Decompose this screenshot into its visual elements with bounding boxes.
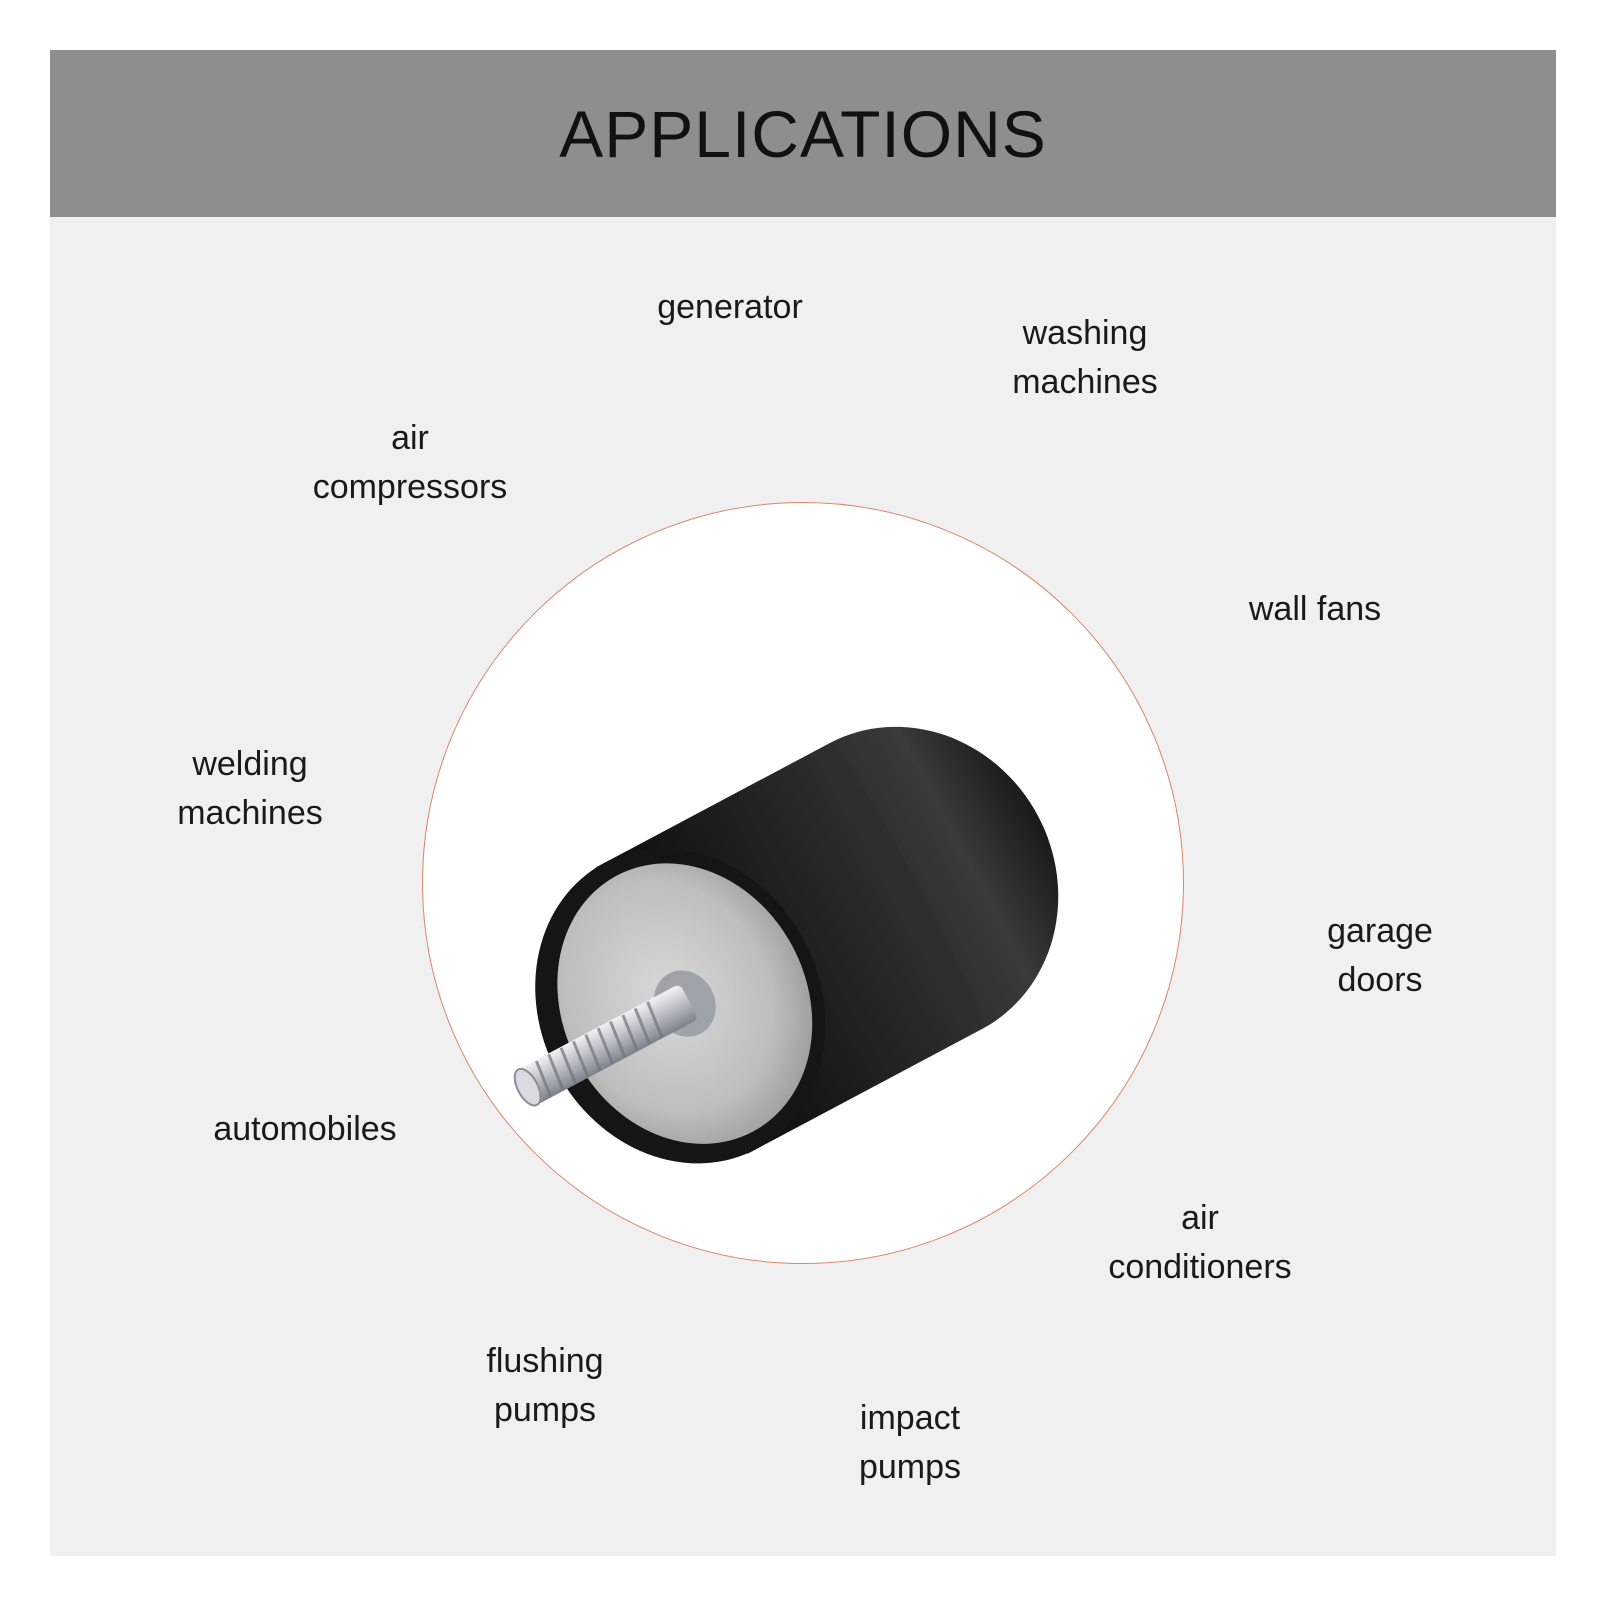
label-line: air [1181,1199,1219,1237]
application-garage-doors: garage doors [1285,907,1475,1005]
rubber-mount-product-image [513,726,1059,1164]
label-line: air [391,419,429,457]
label-line: wall fans [1248,590,1382,628]
label-line: compressors [312,468,508,506]
label-line: impact [859,1399,961,1437]
label-line: conditioners [1108,1248,1292,1286]
application-air-compressors: air compressors [295,414,525,512]
label-line: generator [657,288,803,326]
label-line: garage [1327,912,1433,950]
label-line: doors [1337,961,1423,999]
label-line: pumps [493,1391,597,1429]
label-line: flushing [486,1342,604,1380]
page-title: APPLICATIONS [559,96,1047,171]
label-line: machines [177,794,323,832]
label-line: machines [1012,363,1158,401]
application-automobiles: automobiles [195,1105,415,1154]
application-impact-pumps: impact pumps [810,1394,1010,1492]
label-line: welding [192,745,308,783]
title-banner: APPLICATIONS [50,50,1556,217]
label-line: automobiles [213,1110,397,1148]
application-air-conditioners: air conditioners [1080,1194,1320,1292]
application-welding-machines: welding machines [150,740,350,838]
application-wall-fans: wall fans [1230,585,1400,634]
label-line: washing [1022,314,1148,352]
application-flushing-pumps: flushing pumps [450,1337,640,1435]
application-generator: generator [640,283,820,332]
label-line: pumps [858,1448,962,1486]
application-washing-machines: washing machines [990,309,1180,407]
